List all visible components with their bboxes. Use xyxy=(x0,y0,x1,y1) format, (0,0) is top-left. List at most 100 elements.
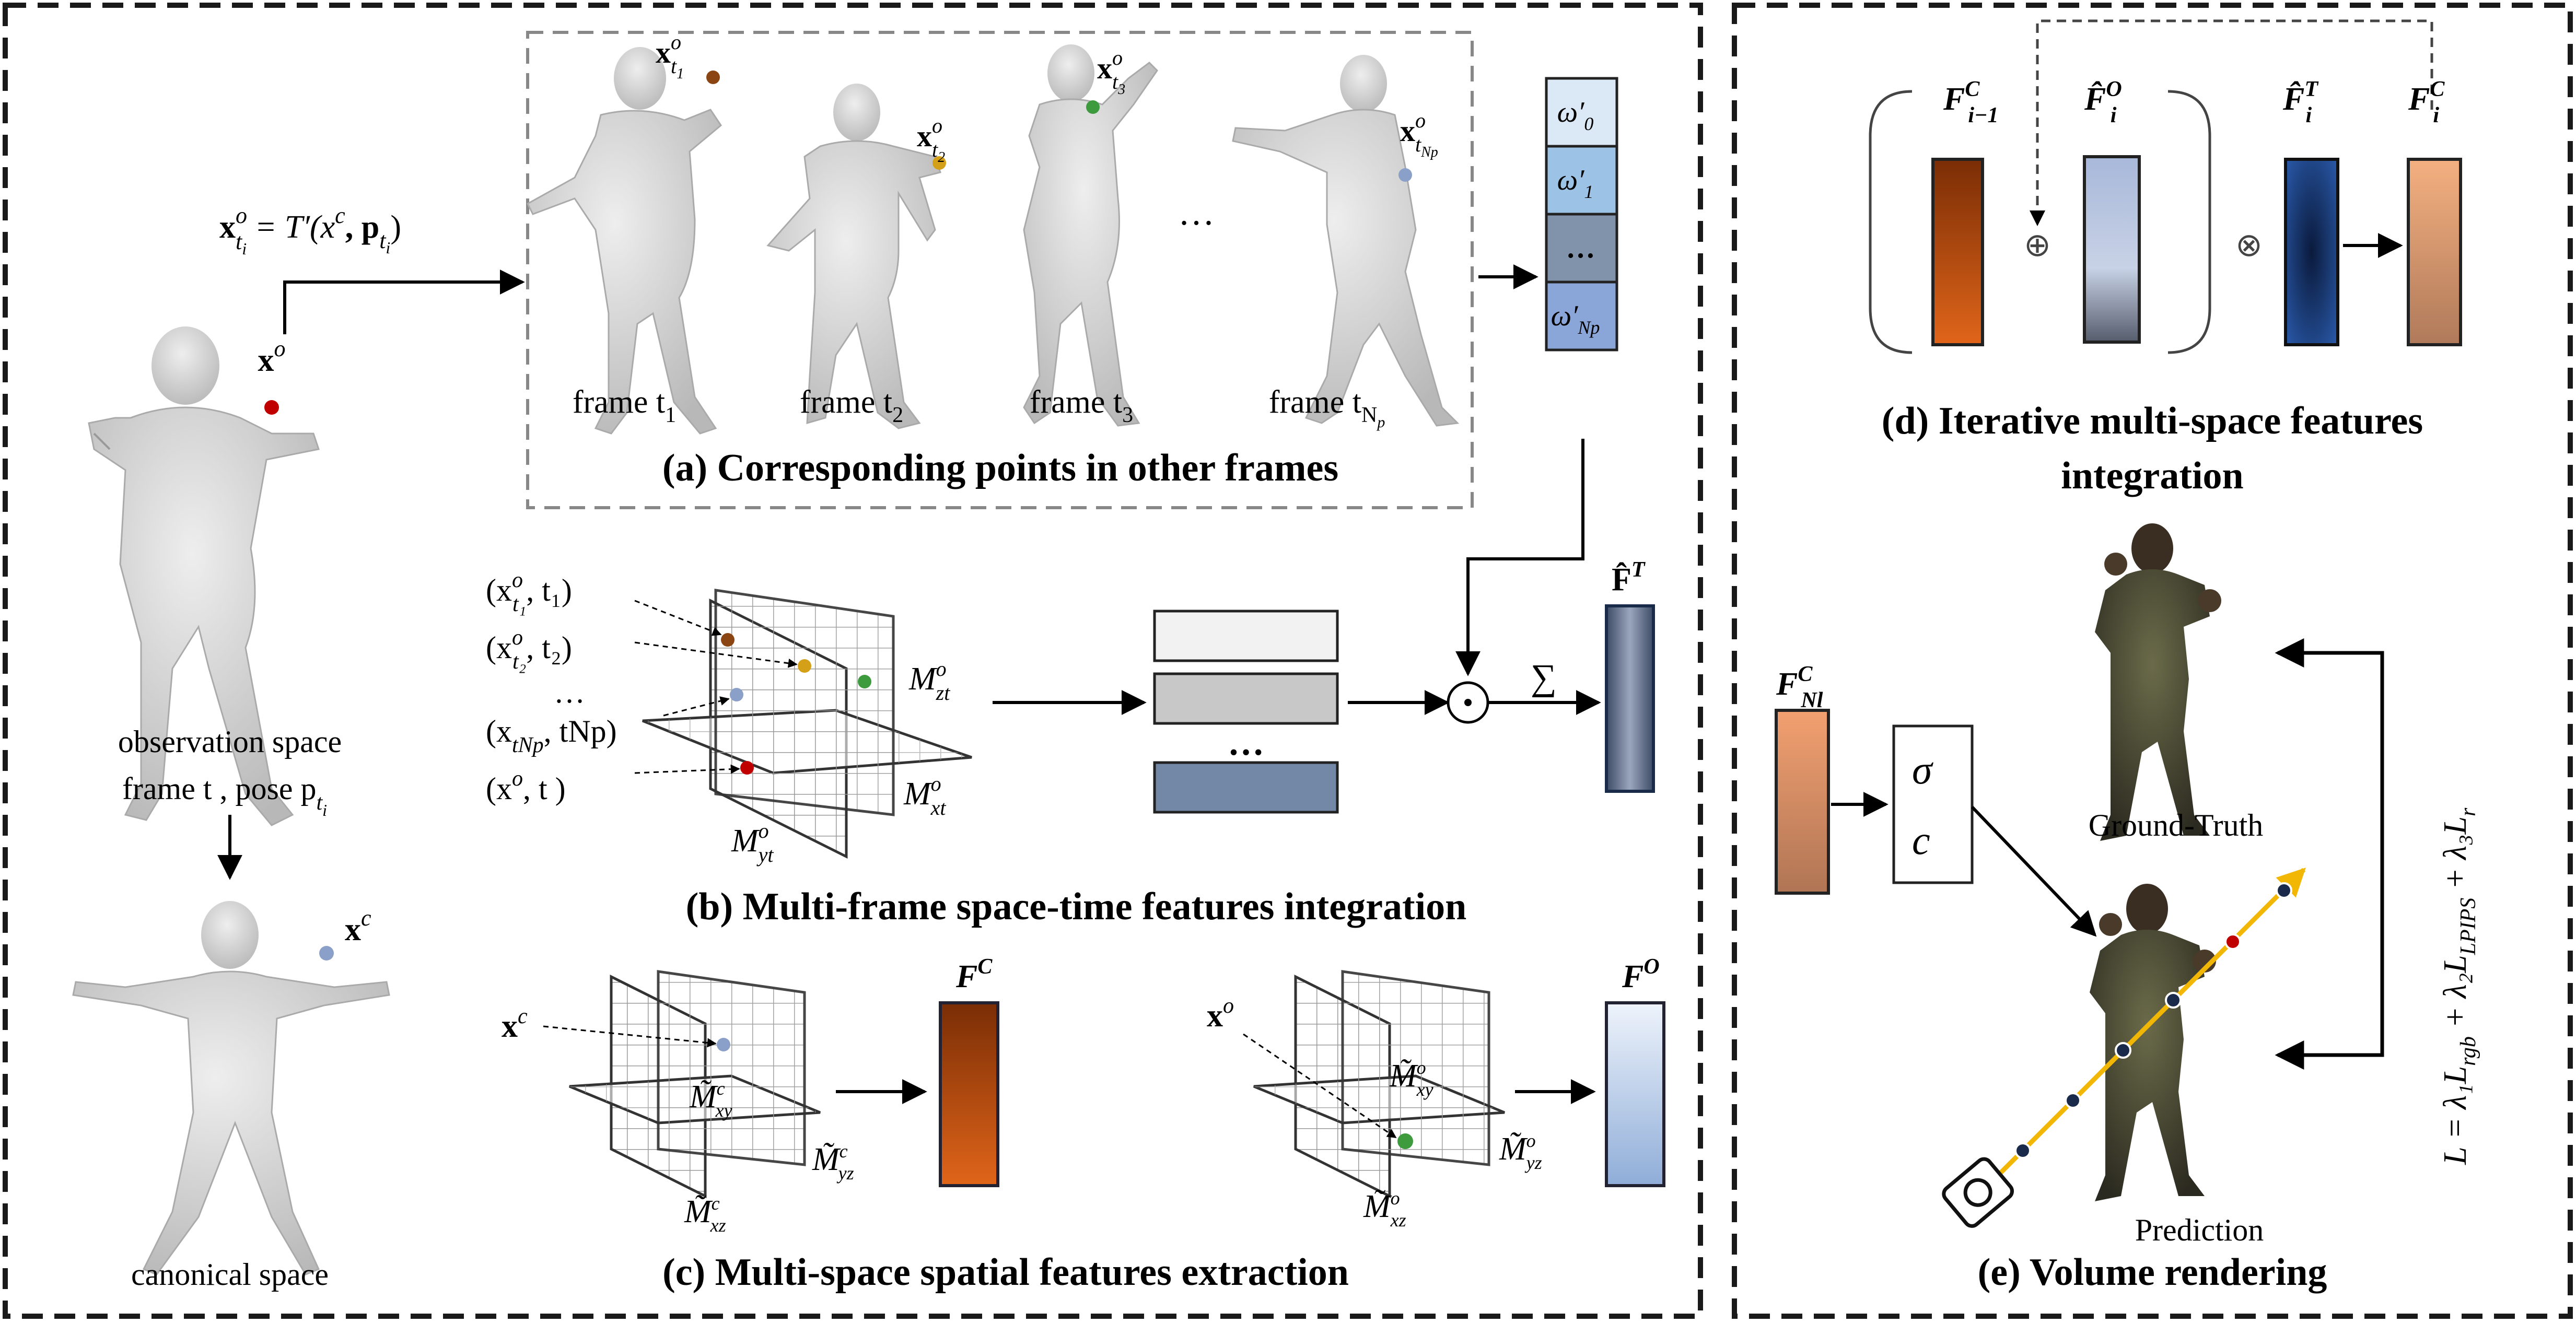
oplus-icon: ⊕ xyxy=(2024,228,2051,263)
frame1-point xyxy=(706,71,720,84)
d-left-bracket xyxy=(1869,90,1913,354)
c-left-point xyxy=(717,1038,730,1051)
canonical-label: canonical space xyxy=(131,1257,329,1292)
b-leader-lines xyxy=(634,600,798,774)
b-label-dots: … xyxy=(554,675,585,709)
ground-truth-label: Ground-Truth xyxy=(2089,808,2263,842)
weight-label: ω′Np xyxy=(1551,300,1600,338)
c-right-planes xyxy=(1253,970,1505,1199)
panel-c-title: (c) Multi-space spatial features extract… xyxy=(662,1251,1349,1294)
e-F-bar xyxy=(1775,709,1830,895)
b-point-xo xyxy=(740,761,754,775)
frame-label: frame t2 xyxy=(800,384,903,427)
sigma-c-box xyxy=(1892,724,1974,884)
frame-label: frame t3 xyxy=(1030,384,1133,427)
camera-icon xyxy=(1942,1157,2014,1228)
feature-FT-bar xyxy=(1605,604,1655,793)
feature-stack-1 xyxy=(1153,610,1339,662)
weight-cell xyxy=(1545,213,1618,284)
right-panel-border xyxy=(1732,3,2573,1319)
frame2-point xyxy=(933,156,946,170)
weights-to-product-arrow xyxy=(1455,439,1584,676)
b-label-xo: (xo, t ) xyxy=(486,767,566,806)
left-panel-border xyxy=(3,3,1703,1319)
ray-sample-points xyxy=(2014,882,2292,1159)
b-point-t3 xyxy=(858,675,871,688)
frame-body-2 xyxy=(766,84,941,429)
panel-e-title: (e) Volume rendering xyxy=(1978,1251,2327,1294)
b-point-t2 xyxy=(798,659,811,673)
FC-label: FC xyxy=(955,955,993,994)
frame-body-np xyxy=(1232,55,1460,427)
prediction-person xyxy=(2090,884,2216,1201)
frame-body-3 xyxy=(1023,44,1158,427)
sum-symbol: ∑ xyxy=(1531,658,1557,698)
loss-bracket xyxy=(2283,651,2384,1057)
feature-stack-2 xyxy=(1153,672,1339,725)
sigma-label: σ xyxy=(1912,747,1933,792)
box-to-render-arrow xyxy=(1971,805,2097,937)
weight-label: ω′0 xyxy=(1557,96,1594,134)
weight-label: … xyxy=(1567,232,1596,264)
observation-label-1: observation space xyxy=(118,724,342,759)
frame-body-1 xyxy=(527,47,722,435)
d-Fprev-bar xyxy=(1931,158,1984,346)
d-FC-bar xyxy=(2407,158,2462,346)
canonical-point-xc xyxy=(319,946,334,961)
d-right-bracket xyxy=(2167,90,2211,354)
b-point-t1 xyxy=(721,633,735,647)
loss-equation: L = λ₁Lrgb + λ₂LLPIPS + λ₃Lr xyxy=(2438,807,2480,1165)
feature-FC-bar xyxy=(939,1001,999,1187)
c-label: c xyxy=(1912,817,1930,863)
product-dot xyxy=(1464,699,1472,706)
c-right-leader xyxy=(1243,1033,1397,1139)
obs-to-frames-arrow xyxy=(283,270,525,334)
panel-b-title: (b) Multi-frame space-time features inte… xyxy=(686,885,1467,928)
d-FhatO-bar xyxy=(2083,155,2141,344)
b-label-tnp: (xtNp, tNp) xyxy=(486,714,617,757)
feature-stack-dots: … xyxy=(1228,723,1264,763)
c-right-point-label: xo xyxy=(1207,994,1234,1034)
FT-label: F̂T xyxy=(1612,558,1646,598)
frameNp-point xyxy=(1398,168,1412,182)
c-left-leader xyxy=(543,1025,717,1048)
canonical-body-figure xyxy=(72,901,390,1275)
feature-stack-3 xyxy=(1153,761,1339,814)
frame-label: frame tNp xyxy=(1269,384,1385,431)
observation-body-figure xyxy=(88,326,320,826)
frame-label: frame t1 xyxy=(573,384,676,427)
c-left-planes xyxy=(569,970,821,1199)
frame3-point xyxy=(1086,100,1100,114)
FO-label: FO xyxy=(1622,955,1660,994)
d-FhatT-bar xyxy=(2284,158,2339,346)
panel-d-title-2: integration xyxy=(2061,454,2243,497)
frames-ellipsis: … xyxy=(1178,193,1215,233)
d-feedback-arrow xyxy=(2030,19,2433,226)
weights-stack: ω′0 ω′1 … ω′Np xyxy=(1545,77,1618,352)
observation-point-xo xyxy=(264,400,279,415)
xc-label: xc xyxy=(345,905,371,947)
weight-label: ω′1 xyxy=(1557,164,1594,202)
c-left-point-label: xc xyxy=(502,1004,528,1044)
c-right-point xyxy=(1397,1133,1413,1149)
